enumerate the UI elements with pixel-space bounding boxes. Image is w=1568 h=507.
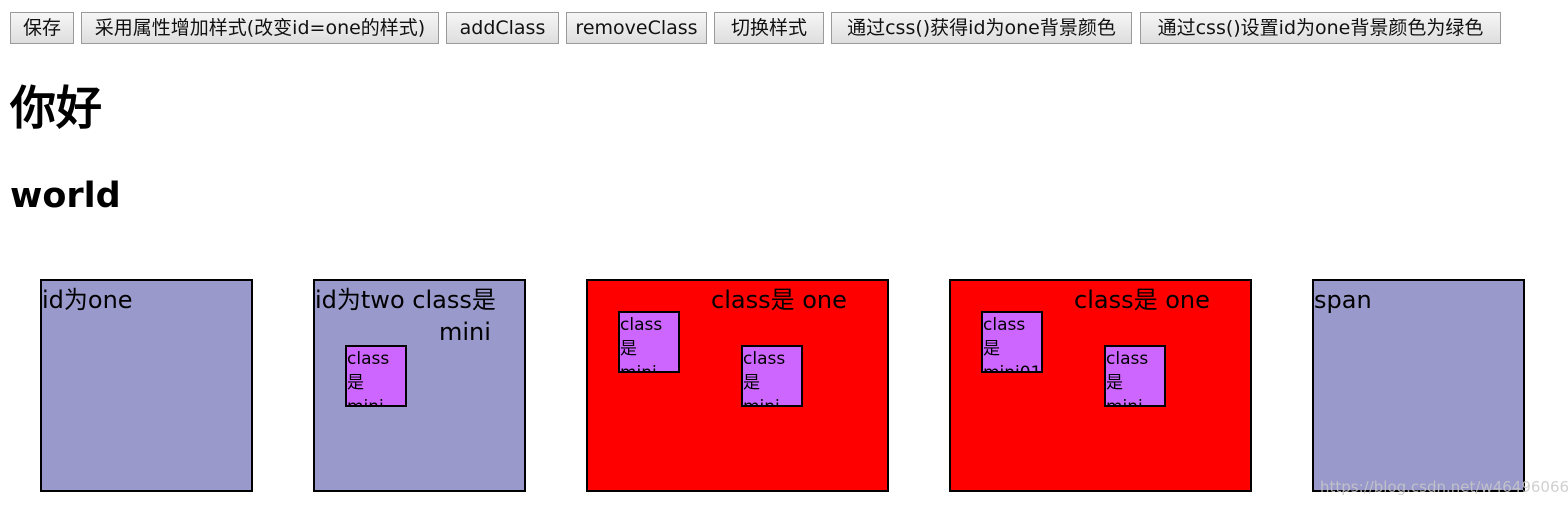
mini-label-line1: class是: [620, 315, 663, 359]
change-style-by-attr-button[interactable]: 采用属性增加样式(改变id=one的样式): [81, 12, 439, 44]
toggle-style-button[interactable]: 切换样式: [714, 12, 824, 44]
mini-label-line1: class是: [743, 349, 786, 393]
box-class-one-second: class是 one class是 mini01 class是 mini: [949, 279, 1252, 492]
add-class-button[interactable]: addClass: [446, 12, 559, 44]
box-label-line2: mini: [439, 318, 491, 346]
mini01-box: class是 mini01: [981, 311, 1043, 373]
save-button[interactable]: 保存: [10, 12, 74, 44]
mini-label-line1: class是: [347, 349, 390, 393]
mini-box: class是 mini: [618, 311, 680, 373]
mini-box: class是 mini: [741, 345, 803, 407]
box-label: class是 one: [1074, 286, 1210, 314]
mini-label-line1: class是: [983, 315, 1026, 359]
mini-label-line2: mini: [620, 363, 657, 373]
heading-world: world: [10, 176, 121, 216]
watermark-url: https://blog.csdn.net/w464960660: [1320, 478, 1568, 496]
box-class-one-first: class是 one class是 mini class是 mini: [586, 279, 889, 492]
get-bg-color-button[interactable]: 通过css()获得id为one背景颜色: [831, 12, 1132, 44]
mini-label-line1: class是: [1106, 349, 1149, 393]
box-span: span: [1312, 279, 1525, 492]
box-id-two: id为two class是 mini class是 mini: [313, 279, 526, 492]
set-bg-color-green-button[interactable]: 通过css()设置id为one背景颜色为绿色: [1140, 12, 1501, 44]
box-label: id为two class是: [315, 286, 496, 314]
box-label: id为one: [42, 286, 133, 314]
mini-label-line2: mini01: [983, 363, 1042, 373]
mini-label-line2: mini: [743, 397, 780, 407]
heading-hello: 你好: [10, 81, 102, 135]
remove-class-button[interactable]: removeClass: [566, 12, 707, 44]
box-label: span: [1314, 286, 1372, 314]
mini-box: class是 mini: [1104, 345, 1166, 407]
mini-label-line2: mini: [347, 397, 384, 407]
mini-label-line2: mini: [1106, 397, 1143, 407]
mini-box: class是 mini: [345, 345, 407, 407]
box-id-one: id为one: [40, 279, 253, 492]
box-label: class是 one: [711, 286, 847, 314]
